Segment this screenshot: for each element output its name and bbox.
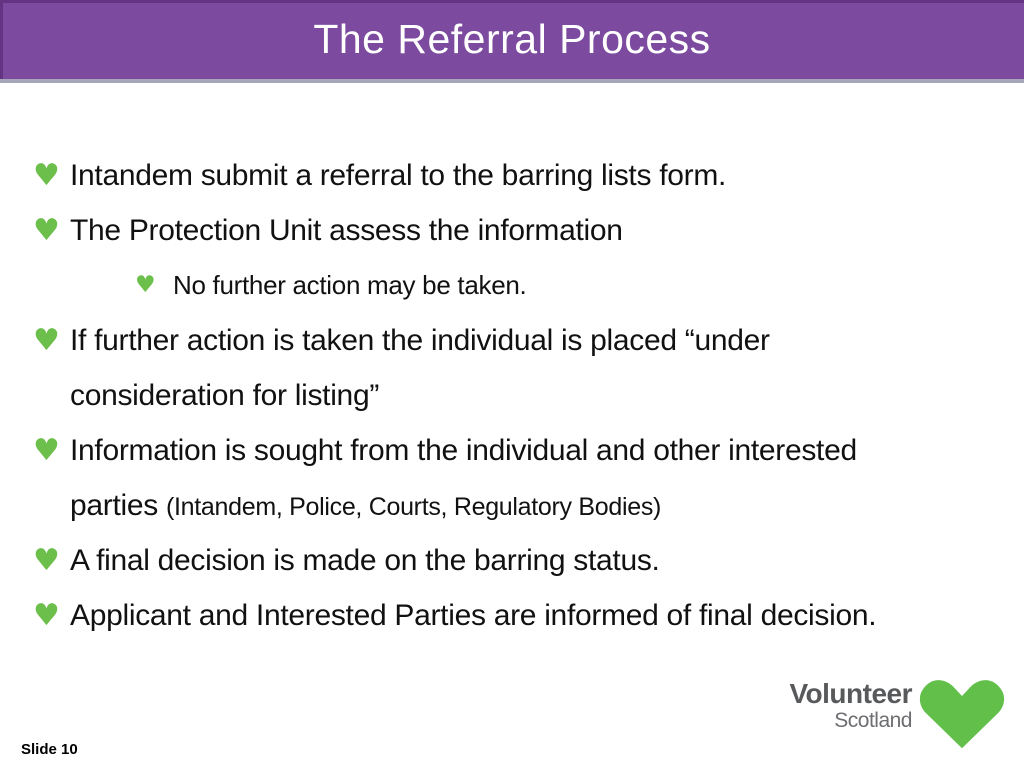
bullet-text: Intandem submit a referral to the barrin… <box>70 158 727 192</box>
bullet-text: Applicant and Interested Parties are inf… <box>70 598 877 632</box>
bullet-text-parenthetical: (Intandem, Police, Courts, Regulatory Bo… <box>165 492 662 521</box>
bullet-item: ♥ Information is sought from the individ… <box>0 423 1024 478</box>
heart-bullet-icon: ♥ <box>33 212 60 248</box>
bullet-item: ♥ Intandem submit a referral to the barr… <box>0 148 1024 203</box>
bullet-continuation-line: ♥ parties (Intandem, Police, Courts, Reg… <box>0 478 1024 533</box>
bullet-continuation-line: ♥ consideration for listing” <box>0 368 1024 423</box>
green-heart-icon <box>919 680 1005 749</box>
bullet-text-main: parties <box>70 488 166 522</box>
logo-wordmark-volunteer: Volunteer <box>789 677 912 709</box>
sub-bullet-text: No further action may be taken. <box>173 270 527 300</box>
bullet-list: ♥ Intandem submit a referral to the barr… <box>0 148 1024 643</box>
slide-number: Slide 10 <box>21 741 78 758</box>
heart-bullet-icon: ♥ <box>33 157 60 193</box>
bullet-item: ♥ If further action is taken the individ… <box>0 313 1024 368</box>
slide-title: The Referral Process <box>313 16 711 62</box>
bullet-item: ♥ A final decision is made on the barrin… <box>0 533 1024 588</box>
heart-bullet-icon: ♥ <box>135 272 156 298</box>
heart-bullet-icon: ♥ <box>33 432 60 468</box>
bullet-text: parties (Intandem, Police, Courts, Regul… <box>70 489 661 523</box>
logo-wordmark-scotland: Scotland <box>834 708 912 732</box>
logo-wordmark: Volunteer Scotland <box>789 677 912 745</box>
sub-bullet-item: ♥ No further action may be taken. <box>0 258 1024 313</box>
bullet-item: ♥ Applicant and Interested Parties are i… <box>0 588 1024 643</box>
bullet-text: If further action is taken the individua… <box>70 323 770 357</box>
bullet-text: The Protection Unit assess the informati… <box>70 213 623 247</box>
volunteer-scotland-logo: Volunteer Scotland <box>789 674 1006 750</box>
bullet-text: A final decision is made on the barring … <box>70 543 660 577</box>
bullet-text: consideration for listing” <box>70 378 380 412</box>
slide-title-bar: The Referral Process <box>0 0 1024 83</box>
heart-bullet-icon: ♥ <box>33 322 60 358</box>
heart-bullet-icon: ♥ <box>33 542 60 578</box>
bullet-item: ♥ The Protection Unit assess the informa… <box>0 203 1024 258</box>
bullet-text: Information is sought from the individua… <box>70 433 857 467</box>
heart-bullet-icon: ♥ <box>33 597 60 633</box>
